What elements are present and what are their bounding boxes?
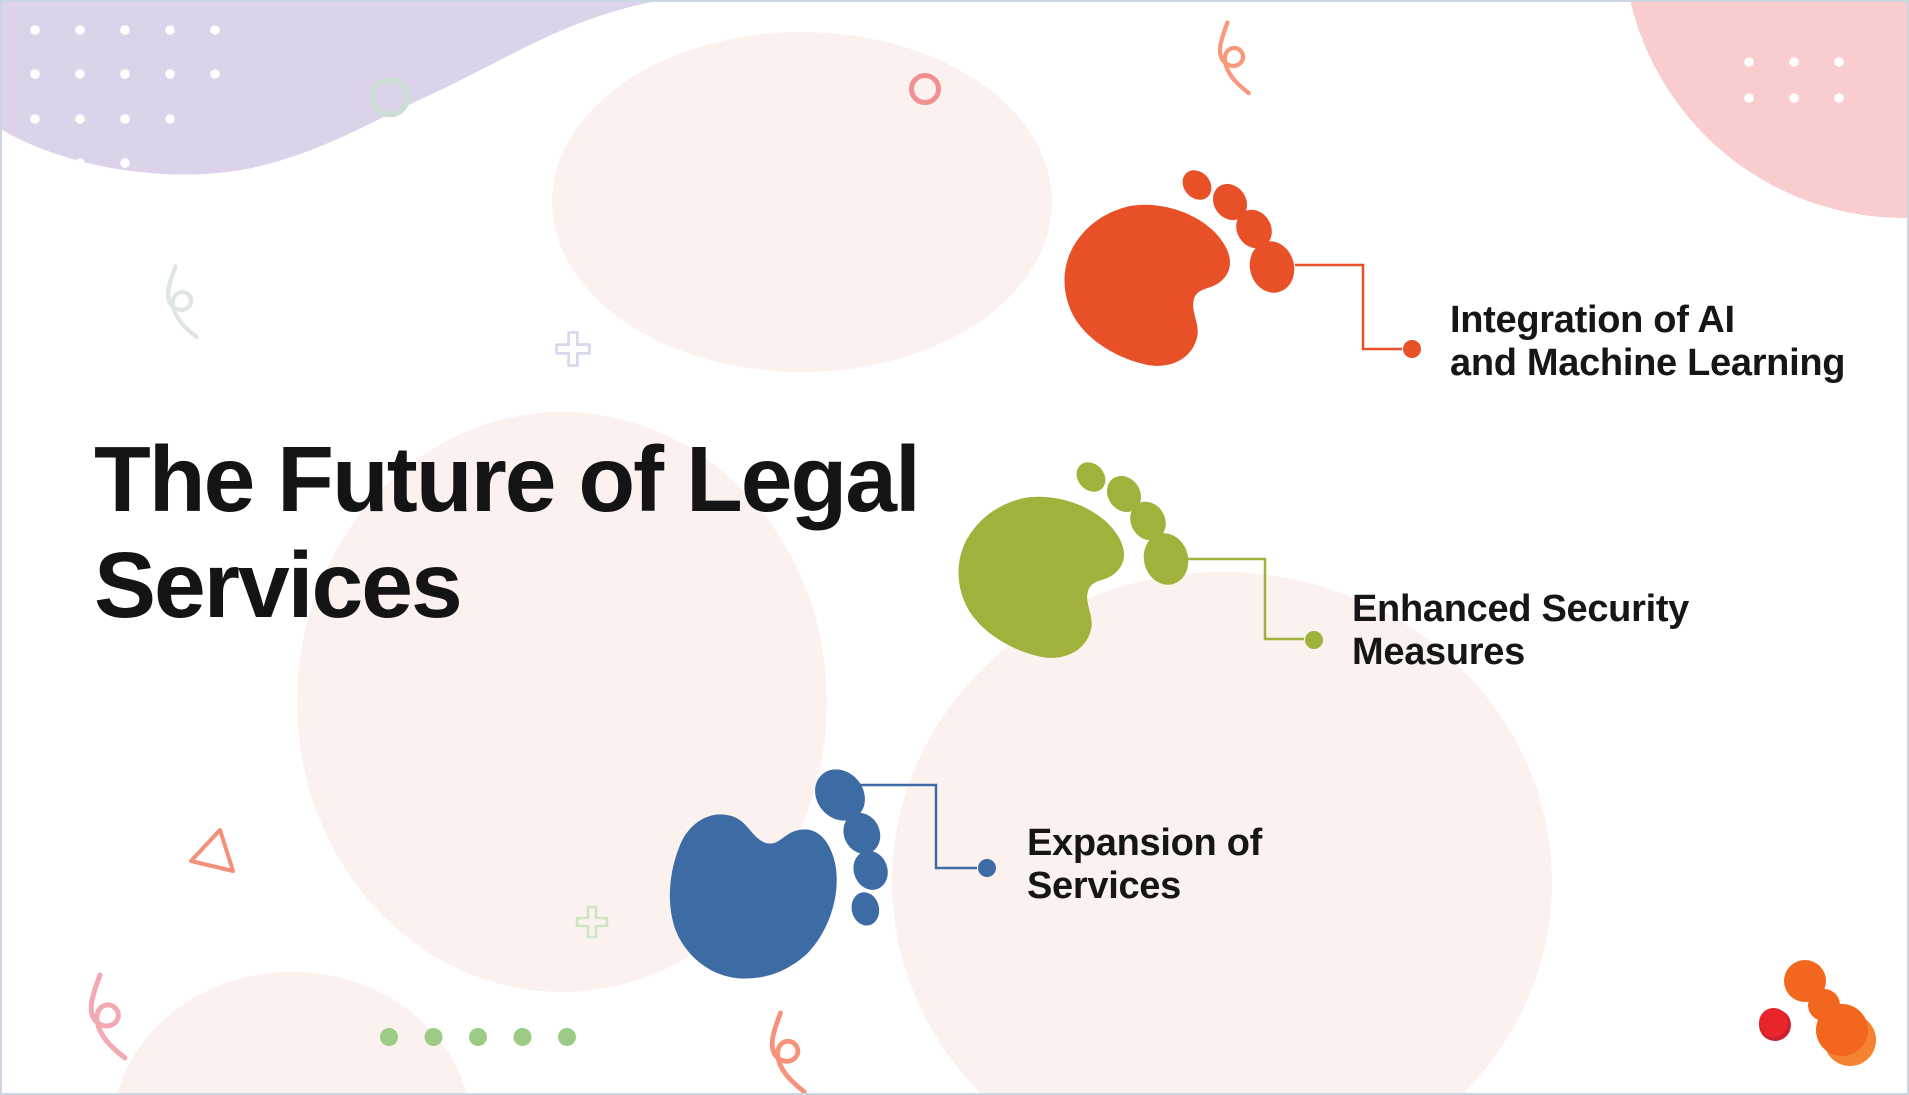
faint-blob-bottom-right <box>892 572 1552 1093</box>
green-circle-outline <box>369 76 411 118</box>
plus-icon-top <box>555 331 591 367</box>
page-title-line2: Services <box>94 533 463 637</box>
connector-security <box>1188 557 1304 641</box>
faint-blob-bottom-left <box>117 972 467 1093</box>
green-dot-row <box>380 1028 576 1046</box>
red-dot <box>1759 1008 1791 1041</box>
page-title-line1: The Future of Legal <box>94 427 921 531</box>
bottom-left-squiggle <box>91 975 125 1058</box>
milestone-label-security: Enhanced Security Measures <box>1352 588 1689 674</box>
milestone-security-line2: Measures <box>1352 631 1525 673</box>
milestone-label-ai: Integration of AI and Machine Learning <box>1450 299 1845 385</box>
connector-ai <box>1295 263 1402 351</box>
pink-circle-dot-grid <box>1744 57 1844 103</box>
milestone-label-expansion: Expansion of Services <box>1027 822 1262 908</box>
connector-security-dot <box>1305 631 1323 649</box>
milestone-ai-line2: and Machine Learning <box>1450 342 1846 384</box>
milestone-ai-line1: Integration of AI <box>1450 299 1735 341</box>
left-squiggle <box>168 267 197 338</box>
page-title: The Future of Legal Services <box>94 426 921 638</box>
pink-corner-circle <box>1630 2 1907 218</box>
bottom-center-squiggle <box>772 1013 804 1092</box>
purple-corner-blob <box>2 2 652 175</box>
connector-expansion <box>860 783 977 870</box>
milestone-expansion-line1: Expansion of <box>1027 822 1262 864</box>
triangle-outline <box>189 828 235 873</box>
milestone-expansion-line2: Services <box>1027 865 1181 907</box>
purple-blob-dot-grid <box>30 25 220 168</box>
pink-circle-outline <box>909 73 941 105</box>
top-squiggle <box>1220 23 1249 94</box>
footprint-icon-ai <box>1064 164 1300 366</box>
milestone-security-line1: Enhanced Security <box>1352 588 1690 630</box>
orange-blob <box>1784 960 1876 1066</box>
connector-expansion-dot <box>978 859 996 877</box>
faint-blob-top-center <box>552 32 1052 372</box>
connector-ai-dot <box>1403 340 1421 358</box>
